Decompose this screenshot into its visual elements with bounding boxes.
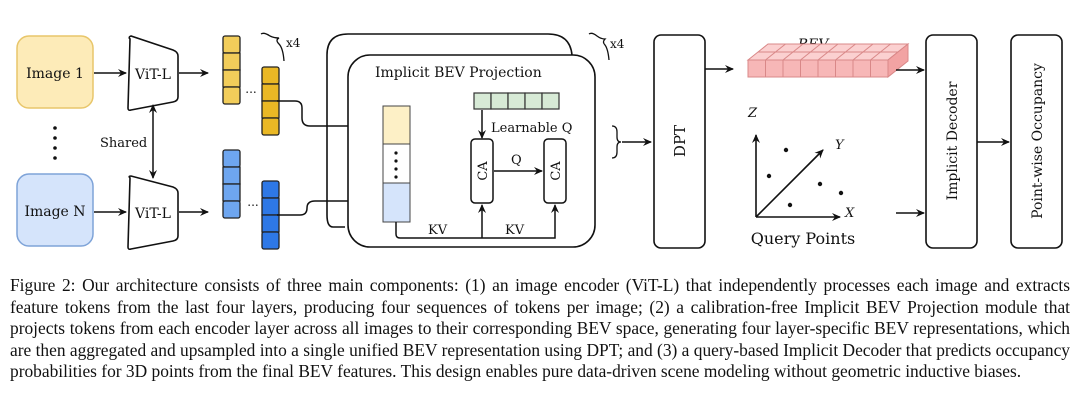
cross-attention-block-2: CA bbox=[543, 138, 567, 204]
query-token bbox=[541, 92, 560, 110]
query-points-axes: Z Y X bbox=[747, 106, 855, 221]
axis-x-label: X bbox=[844, 206, 855, 221]
query-point bbox=[838, 190, 844, 196]
vertical-ellipsis bbox=[53, 126, 57, 160]
dpt-label: DPT bbox=[671, 125, 689, 157]
query-points-label: Query Points bbox=[751, 229, 855, 248]
decoder-label: Implicit Decoder bbox=[945, 81, 961, 200]
token-sequences bbox=[222, 35, 280, 250]
shared-label: Shared bbox=[100, 136, 147, 151]
axis-y-label: Y bbox=[835, 138, 845, 153]
output-label: Point-wise Occupancy bbox=[1030, 63, 1046, 219]
point-wise-occupancy-block: Point-wise Occupancy bbox=[1010, 34, 1063, 249]
connector bbox=[277, 197, 381, 216]
stacked-projection-panel bbox=[326, 33, 573, 228]
concatenated-tokens bbox=[382, 105, 411, 223]
token-stack-image-1 bbox=[222, 35, 241, 105]
input-image-n-label: Image N bbox=[24, 204, 85, 220]
ca-label: CA bbox=[549, 161, 564, 181]
vit-label: ViT-L bbox=[134, 67, 171, 83]
brace-icon bbox=[611, 125, 622, 159]
cross-attention-block-1: CA bbox=[470, 138, 494, 204]
ca-label: CA bbox=[476, 161, 491, 181]
query-point bbox=[783, 147, 789, 153]
input-image-n: Image N bbox=[16, 173, 94, 247]
kv-connector bbox=[395, 204, 559, 239]
vit-encoder-top: ViT-L bbox=[127, 35, 179, 112]
learnable-q-label: Learnable Q bbox=[491, 121, 572, 136]
query-point bbox=[817, 181, 823, 187]
vit-label: ViT-L bbox=[134, 206, 171, 222]
kv-label: KV bbox=[505, 223, 525, 238]
repeat-label: x4 bbox=[286, 36, 301, 50]
vit-encoder-bottom: ViT-L bbox=[127, 175, 179, 251]
query-token bbox=[490, 92, 509, 110]
repeat-label: x4 bbox=[610, 37, 625, 51]
implicit-decoder-block: Implicit Decoder bbox=[925, 34, 978, 249]
caption-text: Figure 2: Our architecture consists of t… bbox=[10, 275, 1070, 381]
token-ellipsis: ... bbox=[247, 195, 258, 209]
query-token bbox=[473, 92, 492, 110]
figure-caption: Figure 2: Our architecture consists of t… bbox=[10, 275, 1070, 383]
connector bbox=[277, 100, 381, 130]
brace-icon bbox=[260, 32, 285, 62]
query-point bbox=[787, 202, 793, 208]
query-token bbox=[524, 92, 543, 110]
dpt-block: DPT bbox=[653, 34, 706, 249]
token-stack-image-n-last bbox=[261, 180, 280, 250]
bev-feature-grid bbox=[746, 42, 910, 79]
query-token bbox=[507, 92, 526, 110]
q-label: Q bbox=[511, 153, 522, 168]
input-image-1: Image 1 bbox=[16, 35, 94, 109]
learnable-query-tokens bbox=[473, 92, 560, 110]
token-stack-image-1-last bbox=[261, 66, 280, 136]
architecture-diagram: Image 1 Image N ViT-L ViT-L Shared ... .… bbox=[16, 32, 1063, 251]
token-ellipsis: ... bbox=[245, 82, 256, 96]
axis-z-label: Z bbox=[747, 106, 758, 121]
query-point bbox=[766, 173, 772, 179]
kv-label: KV bbox=[428, 223, 448, 238]
input-image-1-label: Image 1 bbox=[26, 66, 84, 82]
brace-icon bbox=[588, 32, 610, 61]
projection-title: Implicit BEV Projection bbox=[375, 65, 542, 81]
token-stack-image-n bbox=[222, 149, 241, 219]
